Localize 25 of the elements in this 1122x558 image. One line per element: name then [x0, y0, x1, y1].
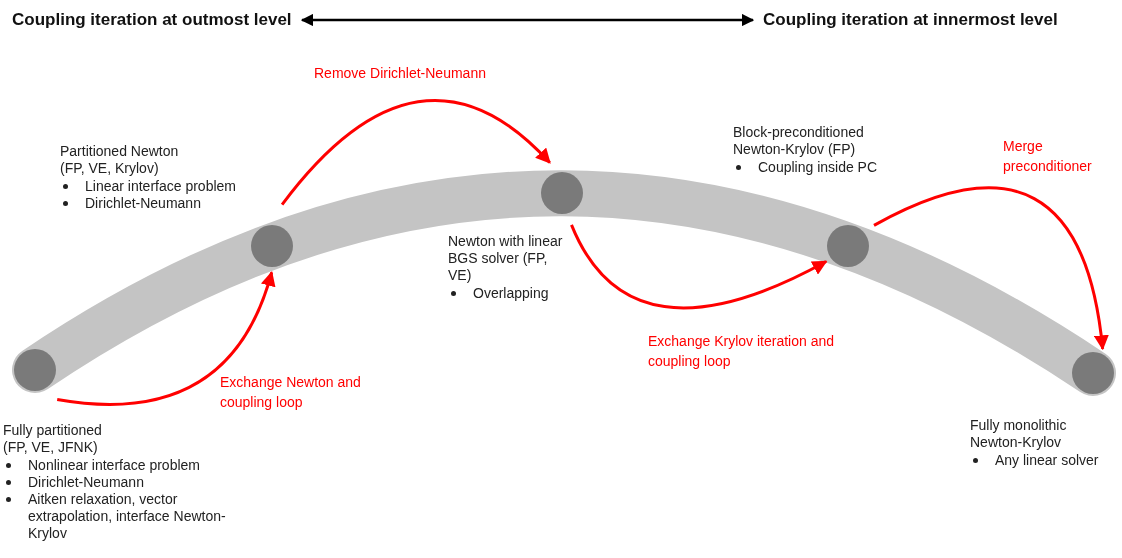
circle-marker — [14, 349, 56, 391]
bullet-item: Overlapping — [473, 285, 549, 301]
node-caption: Fully partitioned (FP, VE, JFNK) — [3, 422, 103, 456]
node-caption: Newton with linear BGS solver (FP, VE) — [448, 233, 564, 284]
double-arrow — [300, 13, 755, 27]
node-caption: Partitioned Newton (FP, VE, Krylov) — [60, 143, 180, 177]
bullet-item: Dirichlet-Neumann — [28, 474, 144, 490]
edge-label: Exchange Newton and coupling loop — [220, 373, 362, 412]
bullet-item: Aitken relaxation, vector extrapolation, interface Newton-Krylov — [28, 491, 226, 541]
bullet-item: Coupling inside PC — [758, 159, 878, 175]
node-caption: Block-preconditioned Newton-Krylov (FP) — [733, 124, 865, 158]
curved-arrow — [57, 270, 275, 406]
bullet-item: Nonlinear interface problem — [28, 457, 200, 473]
curved-arrow — [570, 224, 828, 310]
edge-label: Exchange Krylov iteration and coupling loop — [648, 332, 835, 371]
edge-label: Remove Dirichlet-Neumann — [314, 64, 487, 83]
bullet-item: Any linear solver — [995, 452, 1099, 468]
curved-arrow — [873, 186, 1109, 351]
bullet-item: Dirichlet-Neumann — [85, 195, 201, 211]
heading: Coupling iteration at outmost level — [12, 10, 292, 30]
edge-label: Merge preconditioner — [1003, 137, 1093, 176]
curved-arrow — [280, 99, 551, 206]
bullet-item: Linear interface problem — [85, 178, 236, 194]
node-caption: Fully monolithic Newton-Krylov — [970, 417, 1068, 451]
heading: Coupling iteration at innermost level — [763, 10, 1058, 30]
